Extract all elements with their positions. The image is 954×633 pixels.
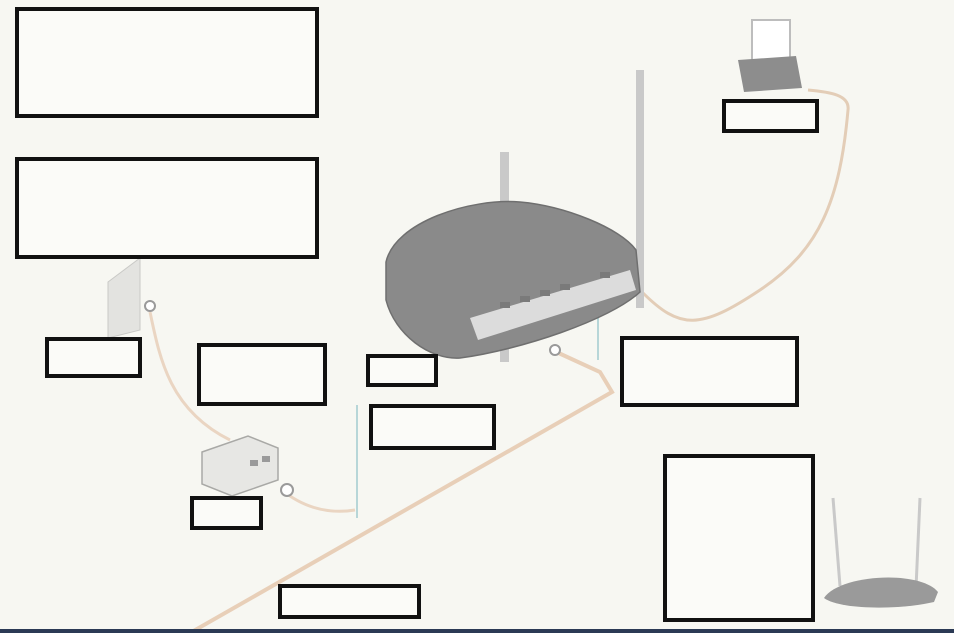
- main-router: [386, 70, 644, 362]
- bottom-border: [0, 629, 954, 633]
- label-box-phone-line: [278, 584, 421, 619]
- label-box-extender: [663, 454, 815, 622]
- range-extender: [824, 498, 938, 608]
- dsl-splitter: [202, 436, 293, 496]
- label-box-router-small: [366, 354, 438, 387]
- label-box-wall-jack: [45, 337, 142, 378]
- label-box-splitter: [190, 496, 263, 530]
- top-right-device: [738, 20, 802, 92]
- label-box-top-left: [15, 7, 319, 118]
- label-box-line-a: [197, 343, 327, 406]
- wall-phone-jack: [108, 258, 155, 338]
- label-box-mid-left: [15, 157, 319, 259]
- label-box-router-mid: [369, 404, 496, 450]
- label-box-top-right: [722, 99, 819, 133]
- label-box-router-right: [620, 336, 799, 407]
